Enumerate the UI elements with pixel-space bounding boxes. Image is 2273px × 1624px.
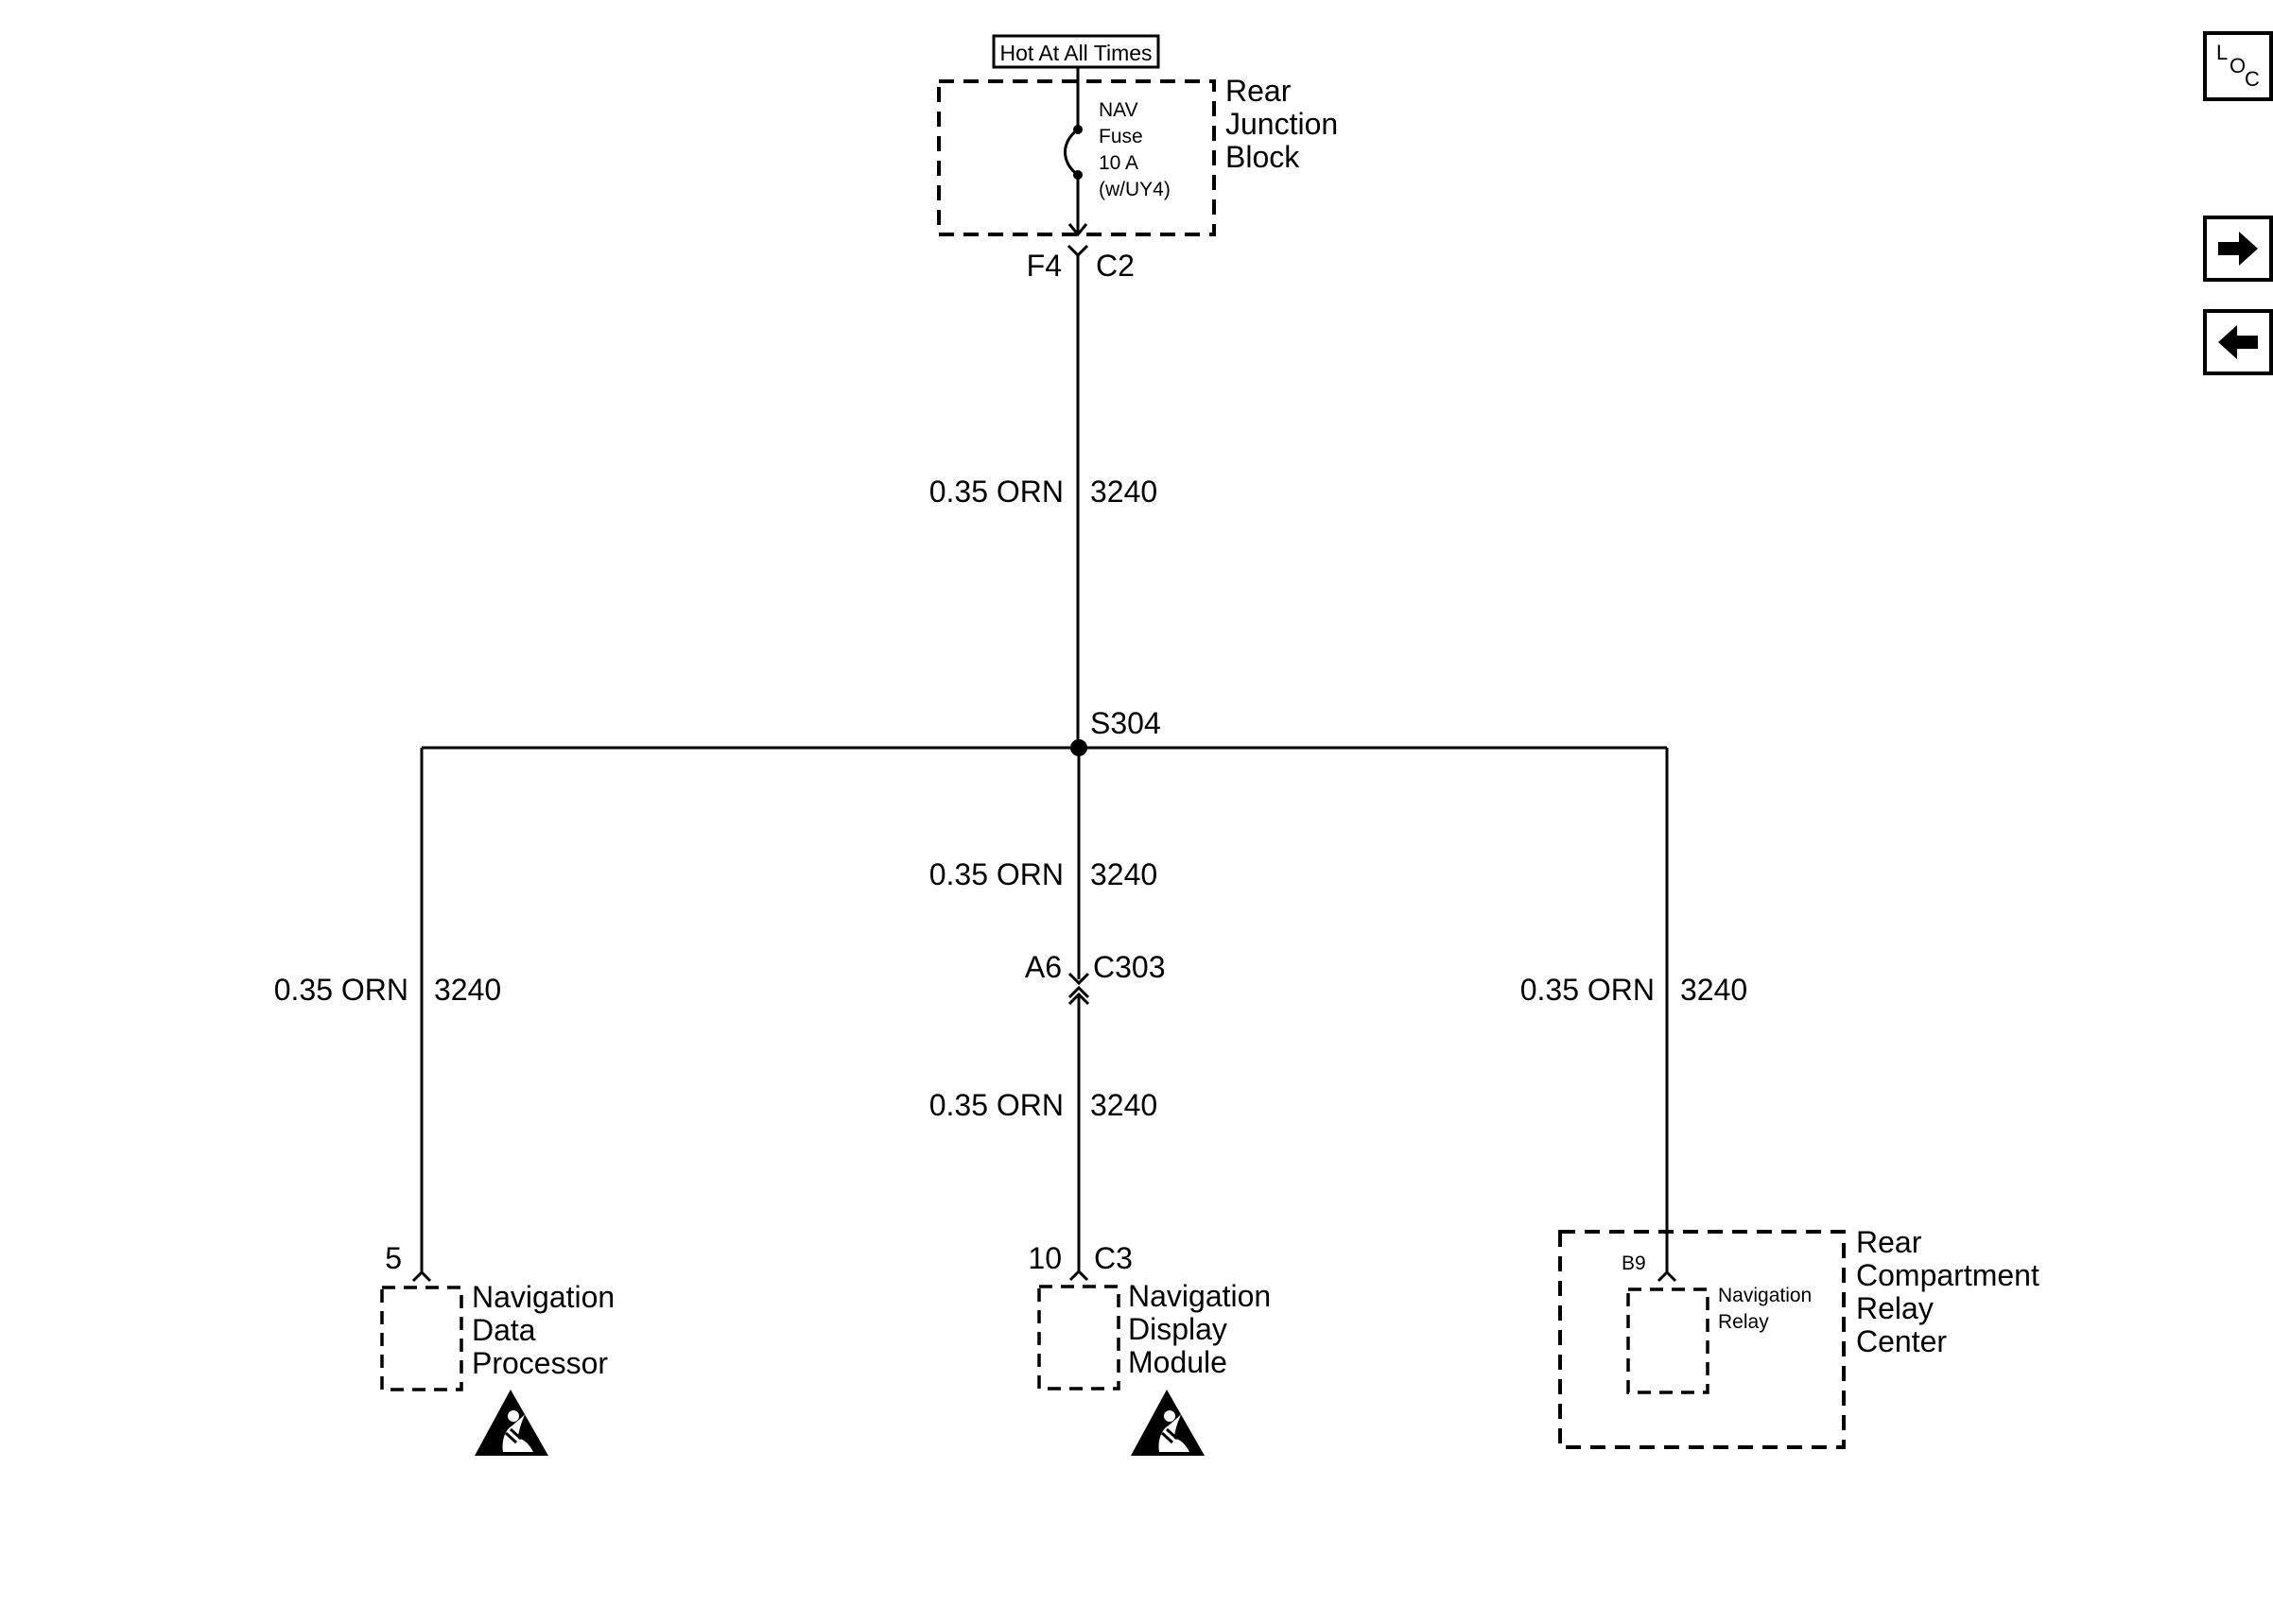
power-source-label: Hot At All Times — [992, 34, 1160, 69]
ndp-name-1: Navigation — [472, 1280, 615, 1314]
esd-warning-icon — [1131, 1390, 1205, 1456]
connector-c2-name: C2 — [1096, 249, 1135, 283]
ndm-pin: 10 — [1028, 1241, 1062, 1275]
loc-letter-c: C — [2245, 67, 2260, 91]
navigation-relay-box — [1626, 1287, 1709, 1394]
ndm-name-3: Module — [1128, 1345, 1227, 1379]
loc-letter-l: L — [2216, 41, 2229, 64]
wire-left-circuit: 3240 — [434, 973, 501, 1007]
wire-center-upper-circuit: 3240 — [1090, 857, 1157, 891]
ndp-name-2: Data — [472, 1313, 536, 1347]
arrow-right-icon — [2218, 232, 2258, 266]
previous-page-button[interactable] — [2203, 309, 2273, 375]
arrow-left-icon — [2218, 325, 2258, 359]
nav-relay-name-2: Relay — [1718, 1311, 1769, 1333]
esd-warning-icon — [475, 1390, 548, 1456]
splice-label: S304 — [1090, 706, 1161, 740]
next-page-button[interactable] — [2203, 216, 2273, 282]
ndm-name-1: Navigation — [1128, 1279, 1271, 1313]
c303-pin: A6 — [1025, 950, 1062, 984]
pin-10-terminal-icon — [1068, 1269, 1089, 1282]
navigation-display-module-box — [1037, 1285, 1120, 1391]
fuse-icon — [1064, 67, 1088, 237]
fuse-label-4: (w/UY4) — [1099, 179, 1171, 200]
ndp-name-3: Processor — [472, 1346, 608, 1380]
wire-center-lower-circuit: 3240 — [1090, 1088, 1157, 1122]
c303-name: C303 — [1093, 950, 1166, 984]
wire-center-upper-gauge: 0.35 ORN — [929, 857, 1064, 891]
wire-main-circuit: 3240 — [1090, 475, 1157, 509]
wire-right-gauge: 0.35 ORN — [1520, 973, 1655, 1007]
loc-button[interactable]: L O C — [2203, 31, 2273, 101]
rcrc-pin: B9 — [1622, 1253, 1646, 1274]
rcrc-name-4: Center — [1856, 1324, 1947, 1358]
ndm-connector: C3 — [1094, 1241, 1133, 1275]
rear-junction-block-name-3: Block — [1225, 140, 1300, 174]
nav-relay-name-1: Navigation — [1718, 1285, 1812, 1306]
ndp-pin: 5 — [385, 1241, 402, 1275]
fuse-label-2: Fuse — [1099, 126, 1143, 147]
connector-c2-pin: F4 — [1027, 249, 1062, 283]
rear-junction-block-name-1: Rear — [1225, 74, 1292, 108]
ndm-name-2: Display — [1128, 1312, 1227, 1346]
wire-center-lower-gauge: 0.35 ORN — [929, 1088, 1064, 1122]
rcrc-name-2: Compartment — [1856, 1258, 2039, 1292]
wire-main-gauge: 0.35 ORN — [929, 475, 1064, 509]
rear-junction-block-name-2: Junction — [1225, 107, 1338, 141]
fuse-label-1: NAV — [1099, 99, 1138, 121]
rcrc-name-1: Rear — [1856, 1225, 1922, 1259]
fuse-label-3: 10 A — [1099, 152, 1138, 174]
rcrc-name-3: Relay — [1856, 1291, 1934, 1325]
loc-letter-o: O — [2230, 54, 2247, 78]
rear-compartment-relay-center-box — [1558, 1230, 1846, 1449]
navigation-data-processor-box — [380, 1286, 463, 1391]
connector-c2-icon — [1067, 244, 1089, 258]
pin-5-terminal-icon — [411, 1270, 432, 1283]
power-source-text: Hot At All Times — [999, 41, 1152, 65]
wire-right-circuit: 3240 — [1680, 973, 1747, 1007]
wire-left-gauge: 0.35 ORN — [274, 973, 408, 1007]
pin-b9-terminal-icon — [1657, 1270, 1677, 1283]
